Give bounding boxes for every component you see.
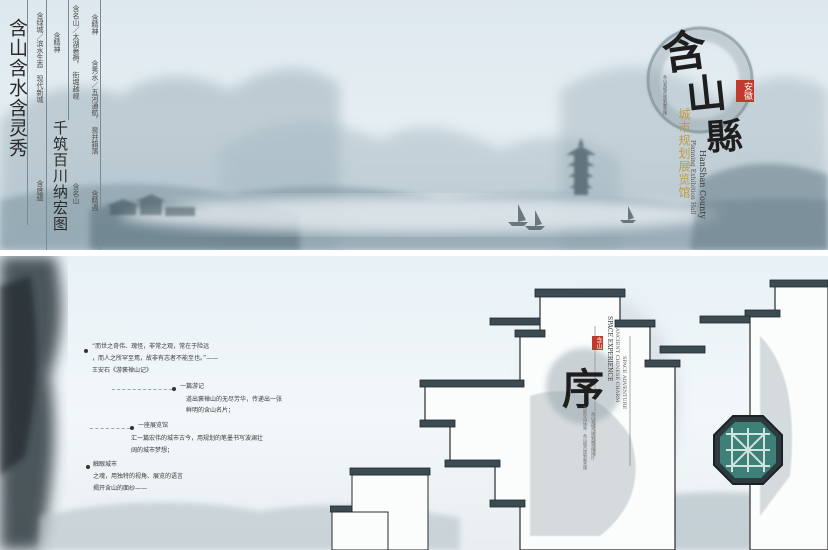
lattice-window <box>713 415 783 485</box>
bullet-dot <box>84 349 88 353</box>
col-a2-text: 含底蕴 <box>36 180 44 201</box>
subtitle-en-1: HanShan County <box>698 150 707 219</box>
col-b-text: 含精神 <box>53 32 61 53</box>
col-e-text: 含秀水／五河通航， 泉井錯落 <box>91 60 99 155</box>
bullet-dot <box>172 387 176 391</box>
subtitle-cn: 城市规划展览馆 <box>677 108 691 199</box>
panel-gap <box>0 250 828 256</box>
col-c-text: 含名山／太湖襄褥， 街堀越岘 <box>72 5 80 100</box>
quote-line-1: “而世之奇伟、瑰怪，非常之观，常在于险远 <box>92 343 210 350</box>
section3-line1: 之魂，用独特的视角、展览的语言 <box>93 473 184 480</box>
huizhou-architecture <box>330 279 828 550</box>
bullet-dot <box>130 426 134 430</box>
logo-small-text: 含山县城市规划展览馆 <box>663 75 668 115</box>
divider-line <box>46 0 47 250</box>
col-c2-text: 含名山 <box>72 183 80 204</box>
dashed-rule <box>112 389 172 390</box>
divider-line <box>100 0 101 250</box>
quote-line-2: ，而人之所罕至焉，故非有志者不能至也。”—— <box>92 355 219 362</box>
preface-ink-circle <box>546 348 622 424</box>
poem-line2: 千筑百川纳宏图 <box>51 120 69 232</box>
ink-landscape-top <box>0 67 828 250</box>
logo-char-xian: 縣 <box>704 114 744 160</box>
section3-line2: 揭开含山的面纱—— <box>93 485 148 492</box>
col-d-text: 含精神 <box>91 14 99 35</box>
village-silhouette <box>106 194 195 216</box>
quote-source: 王安石《游褒禅山记》 <box>92 367 153 374</box>
section1-line1: 道出褒禅山的无尽芳华，传递出一张 <box>186 396 283 403</box>
bullet-dot <box>86 465 90 469</box>
vertical-en-2: ANCIENT CHINESE CHARM <box>614 328 620 403</box>
section3-title: 触眼城市 <box>93 461 118 468</box>
section1-line2: 鲜明的含山名片； <box>186 407 235 414</box>
dashed-rule <box>90 428 130 429</box>
section2-title: 一座展览馆 <box>138 422 169 429</box>
section2-line2: 阔的城市梦想； <box>131 447 174 454</box>
pagoda-silhouette <box>566 138 596 195</box>
section1-title: 一篇游记 <box>180 383 205 390</box>
top-banner: 含山含水含灵秀 含绿城／滨水生态 现代新城 含底蕴 千筑百川纳宏图 含精神 含名… <box>0 0 828 250</box>
section2-line1: 汇一篇宏伟的城市古今，用规划的笔墨书写波澜壮 <box>131 435 264 442</box>
col-f2-text: 含精週 <box>91 190 99 211</box>
col-a-text: 含绿城／滨水生态 现代新城 <box>36 12 44 103</box>
vertical-en-3: SPACE ADVENTURE <box>621 356 627 410</box>
vertical-cn-2: 含山县城市规划展览馆序厅 <box>591 412 596 460</box>
sailboats <box>508 204 636 230</box>
divider-line <box>68 0 69 120</box>
divider-line <box>27 0 28 225</box>
preface-seal: 含山 <box>592 336 603 350</box>
vertical-en-1: SPACE EXPERIENCE <box>606 316 613 382</box>
logo-seal: 安徽 <box>736 80 754 102</box>
bottom-banner: 序 含山 SPACE EXPERIENCE ANCIENT CHINESE CH… <box>0 256 828 550</box>
subtitle-en-2: Planning Exhibition Hall <box>689 140 696 215</box>
vertical-cn-1: 古韵空间体验 · 含山城市规划展览馆 <box>583 406 588 470</box>
main-poem: 含山含水含灵秀 <box>6 18 28 158</box>
preface-char: 序 <box>562 365 605 414</box>
